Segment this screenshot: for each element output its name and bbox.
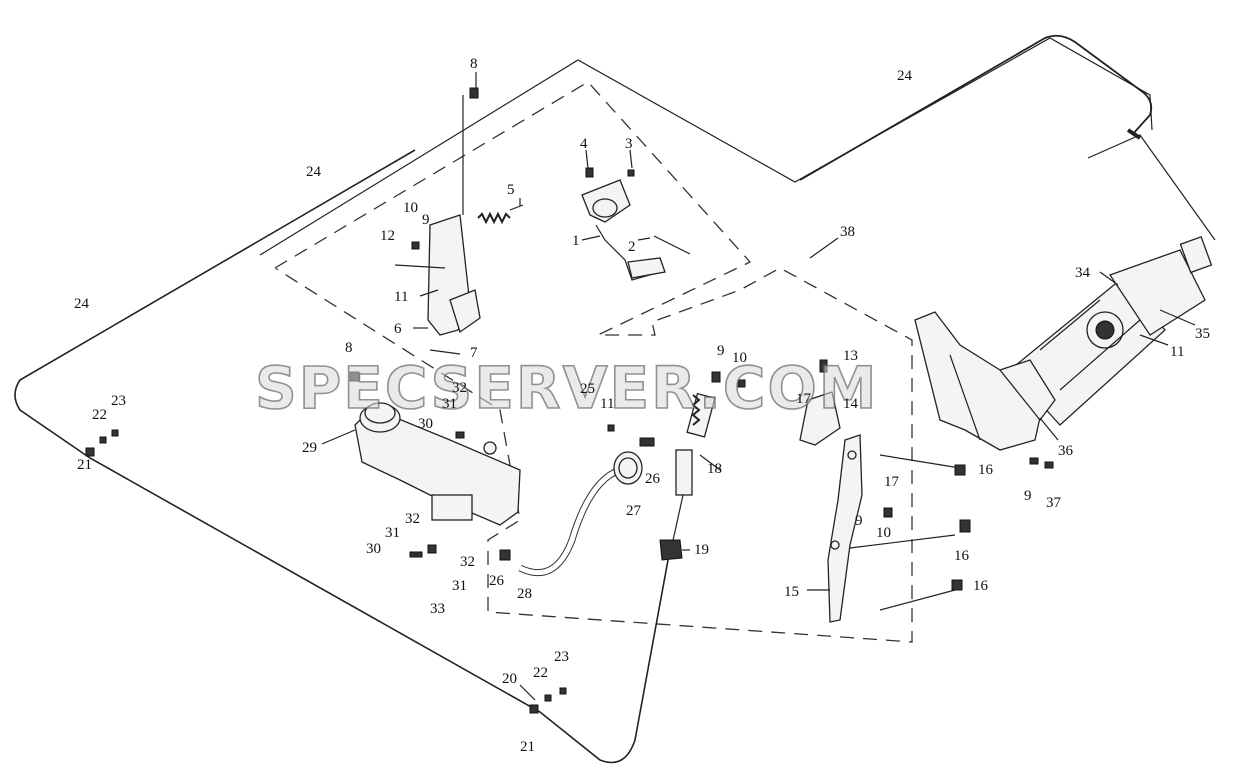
callout-24: 24 [306, 164, 322, 180]
cab-frame-lower [1087, 134, 1216, 241]
callout-17: 17 [884, 474, 900, 490]
callout-1: 1 [572, 233, 580, 249]
callout-30: 30 [366, 541, 381, 557]
callout-28: 28 [517, 586, 532, 602]
callout-labels: 8 24 24 24 5 4 3 1 2 38 10 9 12 11 6 7 8… [74, 56, 1210, 755]
callout-33: 33 [430, 601, 445, 617]
callout-26: 26 [645, 471, 661, 487]
callout-16: 16 [978, 462, 994, 478]
callout-30: 30 [418, 416, 433, 432]
callout-21: 21 [77, 457, 92, 473]
master-cylinder-18 [671, 371, 721, 546]
slave-fitting-19 [659, 539, 683, 561]
callout-8: 8 [470, 56, 478, 72]
callout-16: 16 [954, 548, 970, 564]
callout-27: 27 [626, 503, 642, 519]
callout-9: 9 [717, 343, 725, 359]
callout-32: 32 [460, 554, 475, 570]
callout-10: 10 [732, 350, 747, 366]
fluid-hose-28 [518, 466, 622, 576]
callout-29: 29 [302, 440, 317, 456]
callout-38: 38 [840, 224, 855, 240]
callout-21: 21 [520, 739, 535, 755]
callout-2: 2 [628, 239, 636, 255]
callout-11: 11 [600, 396, 614, 412]
callout-23: 23 [111, 393, 126, 409]
assembly-boundary-dashed [274, 81, 913, 643]
watermark-text: SPECSERVER.COM [255, 354, 878, 422]
clutch-booster-assembly-34 [1009, 235, 1213, 426]
callout-22: 22 [92, 407, 107, 423]
callout-10: 10 [876, 525, 891, 541]
callout-26: 26 [489, 573, 505, 589]
cable-24-right [799, 34, 1153, 181]
callout-11: 11 [394, 289, 408, 305]
callout-32: 32 [405, 511, 420, 527]
cable-24-loop [14, 149, 669, 764]
callout-9: 9 [422, 212, 430, 228]
callout-22: 22 [533, 665, 548, 681]
leader-lines [321, 72, 1196, 701]
callout-12: 12 [380, 228, 395, 244]
callout-35: 35 [1195, 326, 1210, 342]
callout-5: 5 [507, 182, 515, 198]
callout-36: 36 [1058, 443, 1074, 459]
clutch-pedal-1 [581, 167, 691, 281]
callout-24: 24 [74, 296, 90, 312]
callout-25: 25 [580, 381, 595, 397]
callout-31: 31 [385, 525, 400, 541]
callout-16: 16 [973, 578, 989, 594]
callout-9: 9 [855, 513, 863, 529]
callout-8: 8 [345, 340, 353, 356]
callout-3: 3 [625, 136, 633, 152]
callout-13: 13 [843, 348, 858, 364]
callout-9: 9 [1024, 488, 1032, 504]
callout-11: 11 [1170, 344, 1184, 360]
callout-34: 34 [1075, 265, 1091, 281]
release-lever-15 [827, 434, 863, 623]
callout-18: 18 [707, 461, 722, 477]
callout-6: 6 [394, 321, 402, 337]
cable-end-fitting [1126, 128, 1142, 140]
fluid-reservoir-29 [354, 402, 521, 526]
callout-20: 20 [502, 671, 517, 687]
pedal-bracket-6 [349, 87, 481, 382]
bracket-14 [799, 391, 841, 446]
callout-14: 14 [843, 396, 859, 412]
callout-17: 17 [796, 391, 812, 407]
callout-24: 24 [897, 68, 913, 84]
callout-31: 31 [452, 578, 467, 594]
return-spring-5 [477, 211, 511, 225]
callout-4: 4 [580, 136, 588, 152]
callout-10: 10 [403, 200, 418, 216]
callout-23: 23 [554, 649, 569, 665]
callout-37: 37 [1046, 495, 1062, 511]
callout-31: 31 [442, 396, 457, 412]
cab-frame-outline [259, 37, 1153, 256]
callout-15: 15 [784, 584, 799, 600]
fasteners [85, 359, 1054, 714]
callout-7: 7 [470, 345, 478, 361]
callout-19: 19 [694, 542, 709, 558]
hose-clamp-27 [613, 451, 643, 485]
callout-32: 32 [452, 380, 467, 396]
mounting-bracket-36 [914, 311, 1056, 451]
